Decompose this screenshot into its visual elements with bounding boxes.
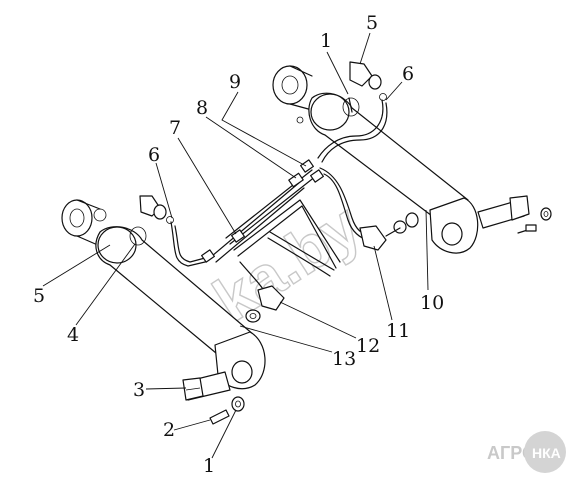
callout-1-lower: 1: [203, 455, 215, 477]
fitting-5-lower: [139, 195, 174, 224]
callout-6-lower: 6: [148, 144, 160, 166]
callout-12: 12: [356, 335, 380, 357]
callout-13: 13: [332, 348, 356, 370]
callout-10: 10: [420, 292, 444, 314]
callouts: 1 1 2 3 4 5 5 6 6 7 8 9 10: [33, 12, 444, 477]
brand-logo: АГРО НКА: [487, 431, 566, 473]
callout-6-upper: 6: [402, 63, 414, 85]
cylinder-lower-left: [61, 199, 266, 425]
callout-11: 11: [386, 320, 410, 342]
fitting-5-upper: [349, 61, 387, 101]
callout-4: 4: [67, 324, 79, 346]
brand-badge-icon: [524, 431, 566, 473]
cylinder-upper-right: [272, 65, 552, 254]
callout-5-upper: 5: [366, 12, 378, 34]
callout-1-upper: 1: [320, 30, 332, 52]
callout-3: 3: [133, 379, 145, 401]
brand-prefix: АГРО: [487, 443, 536, 463]
brand-badge: НКА: [532, 445, 561, 461]
callout-8: 8: [196, 97, 208, 119]
callout-7: 7: [169, 117, 181, 139]
callout-2: 2: [163, 419, 175, 441]
callout-5-lower: 5: [33, 285, 45, 307]
callout-9: 9: [229, 71, 241, 93]
